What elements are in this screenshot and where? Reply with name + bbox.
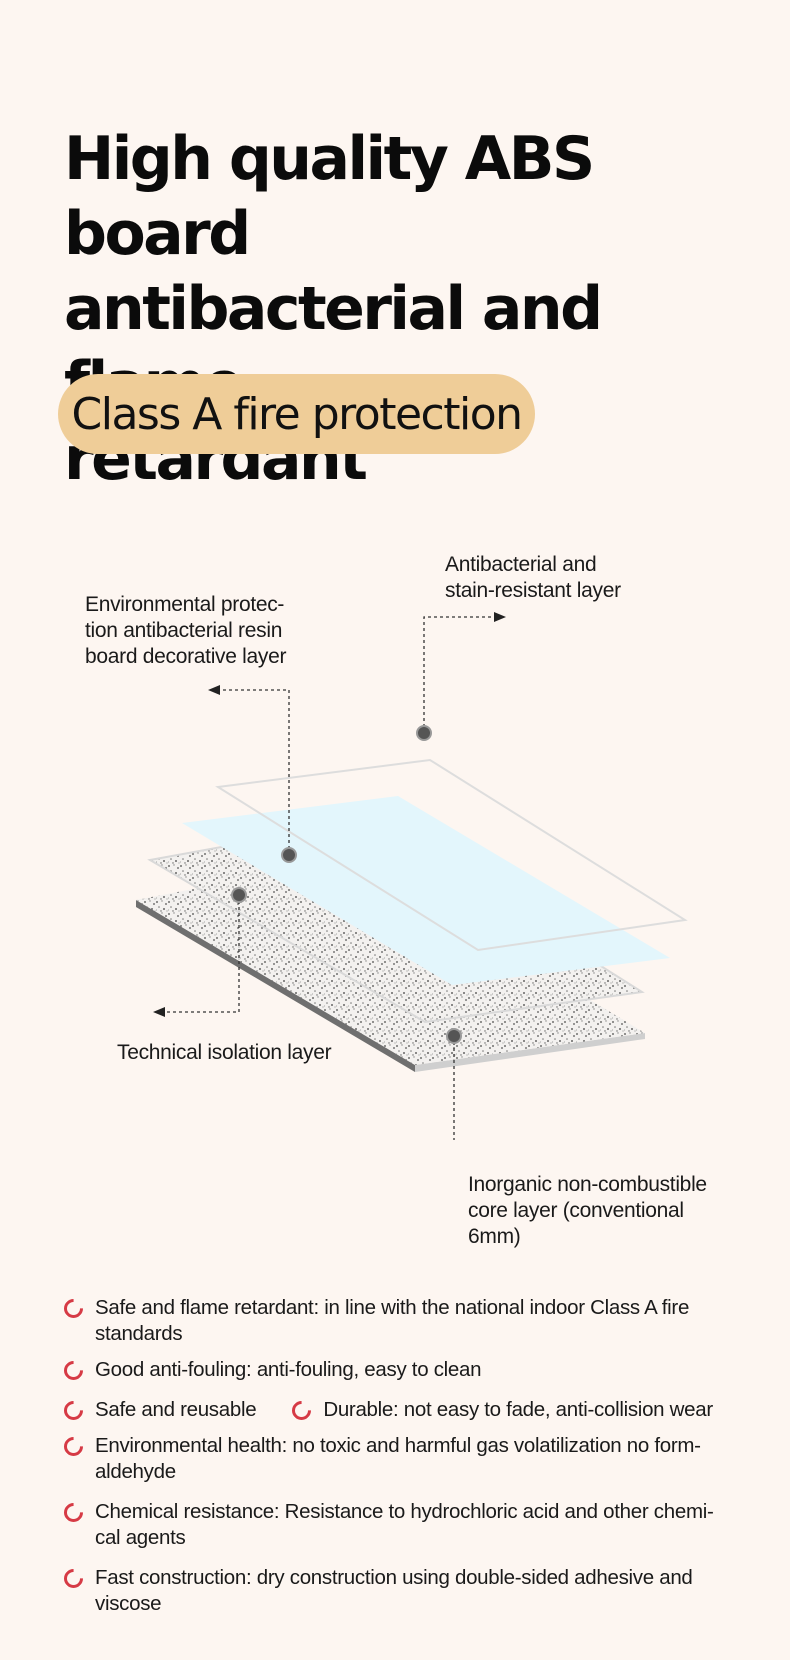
ring-bullet-icon — [288, 1397, 316, 1424]
leader-decorative — [220, 689, 290, 855]
marker-decorative — [281, 847, 297, 863]
marker-core — [446, 1028, 462, 1044]
feature-list: Safe and flame retardant: in line with t… — [60, 1295, 734, 1617]
leader-core — [453, 1036, 455, 1140]
title-line-1: High quality ABS board — [64, 124, 595, 269]
feature-item: Durable: not easy to fade, anti-collisio… — [288, 1397, 713, 1424]
marker-isolation — [231, 887, 247, 903]
label-antibacterial-layer: Antibacterial and stain-resistant layer — [445, 553, 621, 602]
antibacterial-layer — [215, 758, 688, 952]
arrowhead-antibacterial — [494, 612, 506, 622]
page-title: High quality ABS board antibacterial and… — [64, 122, 764, 497]
leader-antibacterial — [423, 616, 495, 733]
feature-item: Good anti-fouling: anti-fouling, easy to… — [60, 1357, 734, 1384]
leader-isolation — [165, 895, 240, 1013]
marker-antibacterial — [416, 725, 432, 741]
label-core-layer: Inorganic non-combustible core layer (co… — [468, 1173, 707, 1248]
ring-bullet-icon — [60, 1499, 87, 1526]
decorative-layer — [182, 796, 670, 985]
ring-bullet-icon — [60, 1433, 87, 1460]
ring-bullet-icon — [60, 1397, 87, 1424]
label-decorative-layer: Environmental protec- tion antibacterial… — [85, 593, 287, 668]
class-a-badge: Class A fire protection — [58, 374, 535, 454]
feature-item: Environmental health: no toxic and harmf… — [60, 1433, 734, 1485]
ring-bullet-icon — [60, 1565, 87, 1592]
arrowhead-isolation — [153, 1007, 165, 1017]
arrowhead-decorative — [208, 685, 220, 695]
feature-item: Safe and reusable — [60, 1397, 257, 1424]
feature-item: Fast construction: dry construction usin… — [60, 1565, 734, 1617]
feature-item: Chemical resistance: Resistance to hydro… — [60, 1499, 734, 1551]
feature-item: Safe and flame retardant: in line with t… — [60, 1295, 734, 1347]
ring-bullet-icon — [60, 1295, 87, 1322]
label-isolation-layer: Technical isolation layer — [117, 1041, 332, 1064]
feature-row: Safe and reusable Durable: not easy to f… — [60, 1397, 734, 1424]
layer-diagram — [136, 612, 688, 1140]
ring-bullet-icon — [60, 1357, 87, 1384]
badge-label: Class A fire protection — [71, 388, 524, 440]
